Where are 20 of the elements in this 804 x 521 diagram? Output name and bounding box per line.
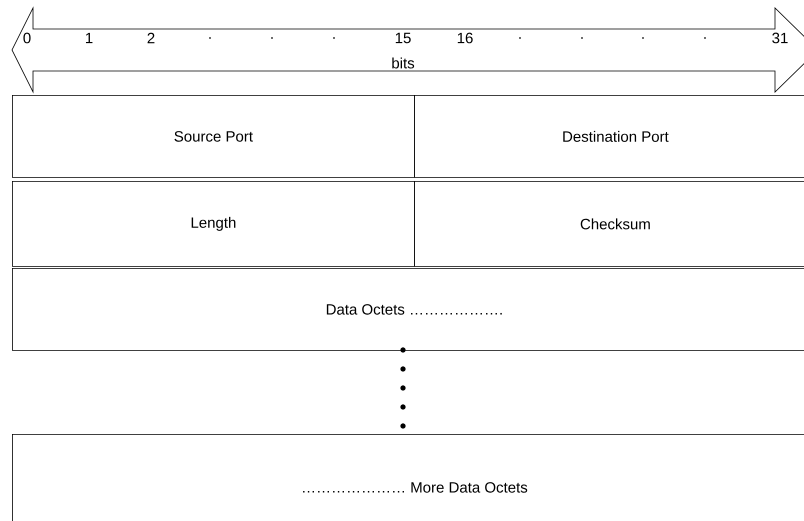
field-box: Length (12, 180, 415, 267)
field-box: Destination Port (414, 95, 804, 178)
bit-number: . (704, 37, 706, 39)
bit-number: 0 (23, 32, 31, 44)
bit-number: . (209, 37, 211, 39)
field-box: Checksum (414, 180, 804, 267)
bit-number: 1 (86, 32, 92, 44)
bit-number: 31 (772, 32, 788, 44)
bit-number: 2 (148, 32, 154, 44)
field-box: ………………… More Data Octets (12, 434, 804, 521)
bit-number: . (642, 37, 644, 39)
bit-number: . (519, 37, 521, 39)
bit-number: 16 (458, 32, 473, 44)
bit-number: . (333, 37, 335, 39)
axis-label: bits (392, 57, 414, 68)
bit-number: . (271, 37, 273, 39)
field-box: Source Port (12, 95, 415, 178)
bit-number: . (581, 37, 583, 39)
field-box: Data Octets ………………. (12, 268, 804, 351)
bit-number: 15 (396, 32, 411, 44)
